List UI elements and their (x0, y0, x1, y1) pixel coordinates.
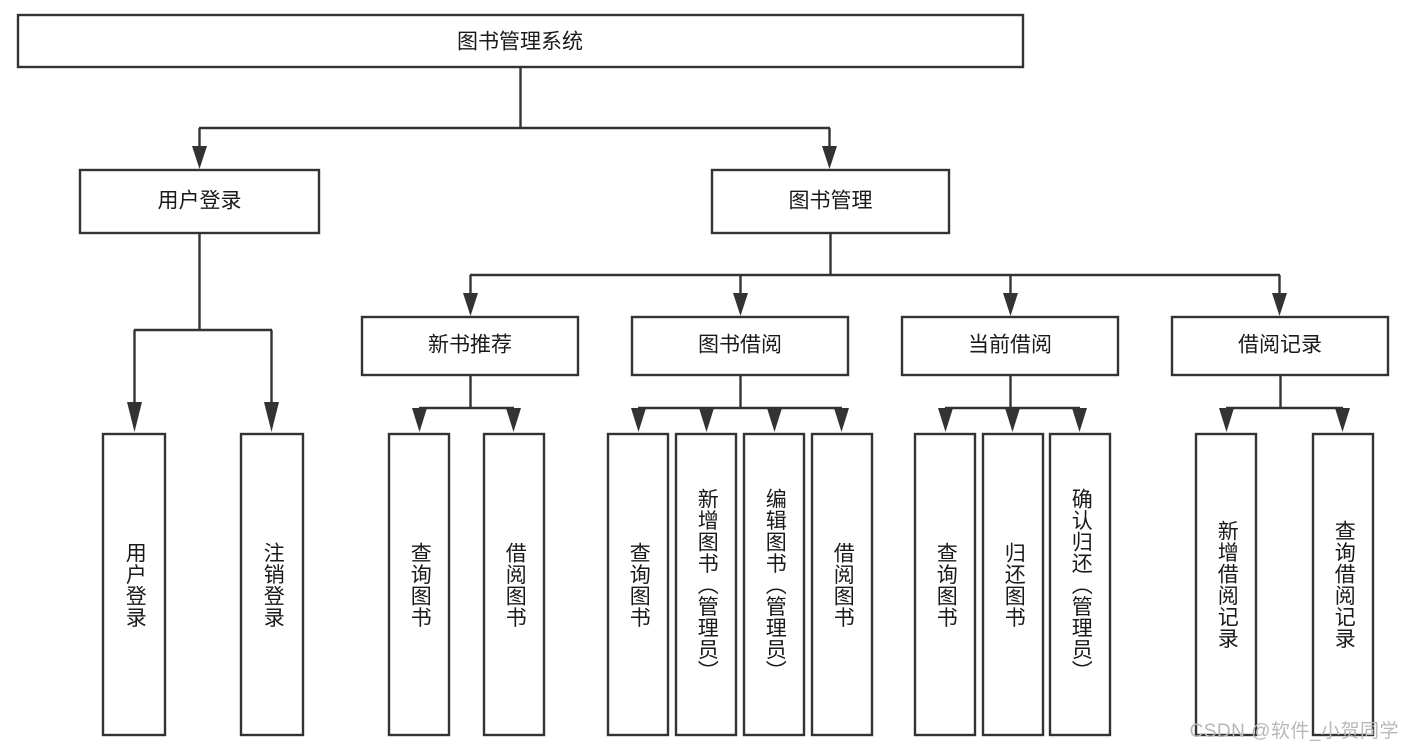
current-borrow-box[interactable] (900, 315, 1120, 377)
leaf-box-add-book[interactable] (674, 432, 738, 737)
book-management-label: 图书管理 (789, 190, 873, 213)
leaf-box-edit-book[interactable] (742, 432, 806, 737)
root-label: 图书管理系统 (457, 31, 583, 54)
connector-book-borrow-to-leaves (631, 375, 849, 432)
node-user-login[interactable]: 用户登录 (78, 168, 321, 235)
user-login-box[interactable] (78, 168, 321, 235)
current-borrow-label: 当前借阅 (968, 334, 1052, 357)
connector-book-mgmt-to-level3 (463, 233, 1287, 316)
node-book-management[interactable]: 图书管理 (710, 168, 951, 235)
leaf-boxes-group (101, 432, 1375, 737)
arrow-to-book-mgmt (822, 146, 837, 169)
connector-current-borrow-to-leaves (938, 375, 1087, 432)
arrow-to-borrow-record (1272, 293, 1287, 316)
leaf-box-borrow-book-1[interactable] (482, 432, 546, 737)
leaf-box-query-book-2[interactable] (606, 432, 670, 737)
arrow-to-leaf-user-login (127, 402, 142, 432)
node-root[interactable]: 图书管理系统 (16, 13, 1025, 69)
root-box[interactable] (16, 13, 1025, 69)
leaf-box-query-record[interactable] (1311, 432, 1375, 737)
arrow-to-user-login (192, 146, 207, 169)
leaf-box-return-book[interactable] (981, 432, 1045, 737)
connector-borrow-record-to-leaves (1219, 375, 1350, 432)
book-borrow-label: 图书借阅 (698, 334, 782, 357)
new-book-recommend-label: 新书推荐 (428, 334, 512, 357)
node-borrow-record[interactable]: 借阅记录 (1170, 315, 1390, 377)
arrow-to-new-book-rec (463, 293, 478, 316)
connector-root-to-level2 (192, 67, 837, 169)
borrow-record-label: 借阅记录 (1238, 334, 1322, 357)
csdn-watermark: CSDN @软件_小贺同学 (1189, 721, 1399, 742)
connector-user-login-to-leaves (127, 233, 279, 432)
leaf-box-add-record[interactable] (1194, 432, 1258, 737)
arrow-to-book-borrow (733, 293, 748, 316)
arrow-to-current-borrow (1003, 293, 1018, 316)
leaf-box-query-book-3[interactable] (913, 432, 977, 737)
node-new-book-recommend[interactable]: 新书推荐 (360, 315, 580, 377)
leaf-box-query-book-1[interactable] (387, 432, 451, 737)
user-login-label: 用户登录 (158, 190, 242, 213)
arrow-to-leaf-user-logout (264, 402, 279, 432)
leaf-box-user-login[interactable] (101, 432, 167, 737)
connector-new-book-rec-to-leaves (412, 375, 521, 432)
leaf-box-confirm-return[interactable] (1048, 432, 1112, 737)
node-book-borrow[interactable]: 图书借阅 (630, 315, 850, 377)
leaf-box-user-logout[interactable] (239, 432, 305, 737)
new-book-recommend-box[interactable] (360, 315, 580, 377)
node-current-borrow[interactable]: 当前借阅 (900, 315, 1120, 377)
leaf-box-borrow-book-2[interactable] (810, 432, 874, 737)
